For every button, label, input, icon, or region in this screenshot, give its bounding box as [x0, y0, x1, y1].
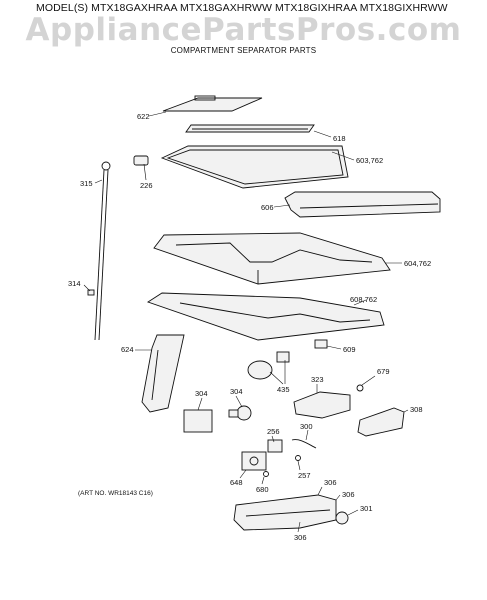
callout-606: 606 [261, 203, 274, 212]
callout-301: 301 [360, 504, 373, 513]
part-648-thermostat [239, 451, 267, 479]
callout-308: 308 [410, 405, 423, 414]
callout-609: 609 [343, 345, 356, 354]
part-308-bracket [357, 407, 409, 437]
callout-680: 680 [256, 485, 269, 494]
model-numbers: MODEL(S) MTX18GAXHRAA MTX18GAXHRWW MTX18… [36, 2, 448, 14]
part-679-screw [356, 375, 376, 392]
part-301-knob [335, 509, 359, 525]
callout-435: 435 [277, 385, 290, 394]
watermark: AppliancePartsPros.com [25, 12, 462, 48]
part-304-knob [228, 395, 252, 421]
callout-323: 323 [311, 375, 324, 384]
part-603-shelf [160, 145, 355, 189]
part-604-shelf [153, 232, 402, 285]
part-435-bulb [247, 351, 290, 385]
part-315-rod [94, 161, 111, 341]
callout-226: 226 [140, 181, 153, 190]
part-256-switch [267, 435, 283, 453]
part-257-pin [295, 455, 301, 471]
callout-256: 256 [267, 427, 280, 436]
art-number: (ART NO. WR18143 C16) [78, 490, 153, 497]
part-680-screw [261, 471, 269, 485]
callout-314: 314 [68, 279, 81, 288]
part-300-wire [291, 429, 317, 449]
part-606-drawer [273, 191, 441, 218]
part-609-clip [314, 339, 342, 350]
callout-304-housing: 304 [195, 389, 208, 398]
callout-603: 603,762 [356, 156, 383, 165]
callout-315: 315 [80, 179, 93, 188]
callout-306-top: 306 [324, 478, 337, 487]
diagram-title: COMPARTMENT SEPARATOR PARTS [170, 46, 317, 55]
callout-604: 604,762 [404, 259, 431, 268]
callout-306-right: 306 [342, 490, 355, 499]
callout-300: 300 [300, 422, 313, 431]
callout-648: 648 [230, 478, 243, 487]
part-304-housing [183, 397, 213, 433]
part-306-housing [233, 486, 341, 533]
callout-304-knob: 304 [230, 387, 243, 396]
callout-679: 679 [377, 367, 390, 376]
callout-608: 608,762 [350, 295, 377, 304]
part-314-clip [83, 284, 95, 296]
part-624-support [135, 334, 185, 413]
part-608-pan [146, 292, 385, 341]
callout-306-bottom: 306 [294, 533, 307, 542]
callout-622: 622 [137, 112, 150, 121]
callout-257: 257 [298, 471, 311, 480]
callout-618: 618 [333, 134, 346, 143]
part-226-bracket [133, 155, 149, 181]
callout-624: 624 [121, 345, 134, 354]
part-323-panel [293, 384, 351, 419]
part-622-cover [148, 95, 263, 117]
part-618-rail [185, 124, 332, 138]
